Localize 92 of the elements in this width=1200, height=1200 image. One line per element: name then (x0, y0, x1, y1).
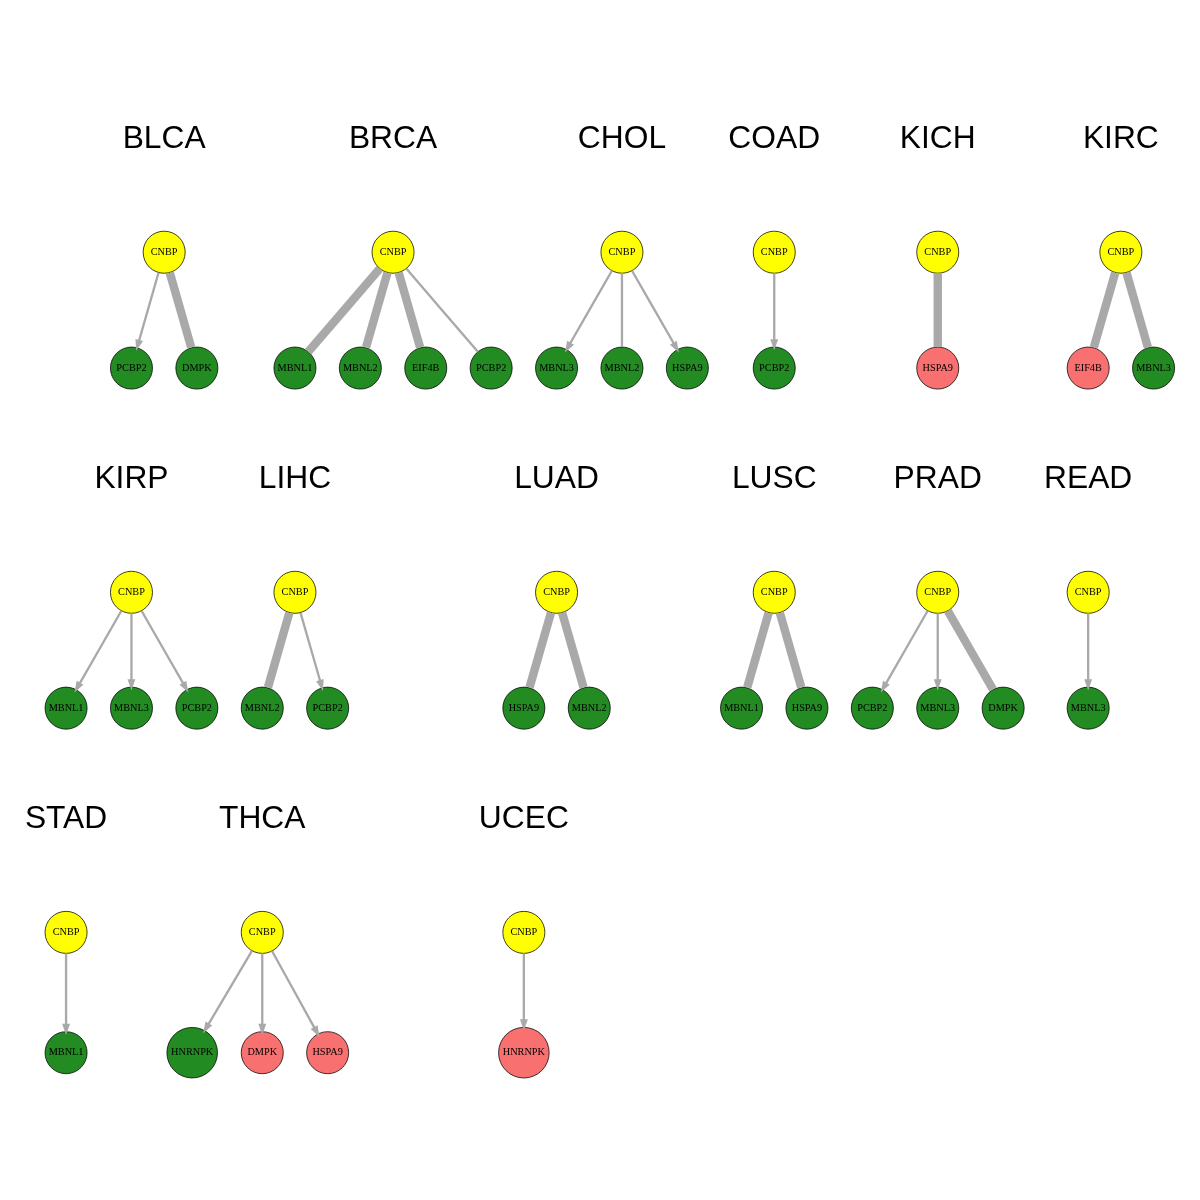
node-circle: CNBP (110, 570, 153, 614)
label: LUSC (731, 458, 817, 495)
arrow (631, 269, 679, 352)
node-circle: MBNL3 (916, 686, 960, 730)
arrow (271, 950, 320, 1037)
node-circle: PCBP2 (850, 686, 894, 730)
node-circle: MBNL2 (600, 346, 644, 389)
node-circle: MBNL3 (110, 686, 153, 730)
connector (525, 611, 555, 689)
arrow (258, 952, 267, 1035)
label: COAD (728, 118, 821, 155)
connector (1089, 271, 1120, 349)
connector (165, 271, 196, 349)
connector (405, 267, 479, 352)
arrow (299, 612, 324, 691)
node-circle: MBNL1 (720, 686, 763, 730)
node-circle: CNBP (273, 570, 317, 614)
node-circle: HSPA9 (665, 346, 709, 389)
connector (305, 265, 383, 354)
node-circle: MBNL3 (535, 346, 578, 389)
connector (558, 611, 588, 689)
connector (394, 271, 425, 349)
arrow (770, 272, 779, 350)
node-circle: PCBP2 (752, 346, 796, 389)
node-circle: CNBP (916, 570, 960, 614)
connector (361, 271, 392, 349)
node-circle: EIF4B (1066, 346, 1110, 389)
connector (944, 608, 997, 692)
node-circle: PCBP2 (306, 686, 350, 730)
arrow (74, 609, 123, 693)
node-circle: CNBP (44, 910, 88, 954)
node-circle: HSPA9 (502, 686, 546, 730)
node-circle: PCBP2 (175, 686, 219, 730)
node-circle: MBNL3 (1066, 686, 1110, 730)
arrow (127, 612, 136, 690)
node-circle: CNBP (916, 230, 960, 274)
label: LUAD (514, 458, 599, 495)
node-circle: DMPK (175, 346, 219, 389)
label: BRCA (348, 118, 438, 155)
node-circle: HNRNPK (498, 1026, 550, 1078)
node-circle: CNBP (535, 570, 578, 614)
arrow (62, 952, 70, 1035)
label: CHOL (577, 118, 667, 155)
node-circle: CNBP (1099, 230, 1143, 274)
connector (775, 611, 806, 689)
node-circle: PCBP2 (110, 346, 153, 389)
node-circle: HSPA9 (306, 1030, 350, 1074)
arrow (933, 612, 942, 690)
label: UCEC (478, 798, 569, 835)
node-circle: DMPK (981, 686, 1025, 730)
arrow (203, 949, 253, 1033)
arrow (135, 271, 160, 351)
node-circle: CNBP (752, 230, 796, 274)
node-circle: PCBP2 (469, 346, 513, 389)
label: LIHC (258, 458, 332, 495)
node-circle: EIF4B (404, 346, 448, 389)
connector (1122, 271, 1152, 349)
node-circle: CNBP (142, 230, 186, 274)
label: STAD (24, 798, 108, 835)
node-circle: CNBP (752, 570, 796, 614)
node-circle: MBNL2 (240, 686, 284, 730)
connector (263, 611, 294, 689)
node-circle: MBNL2 (567, 686, 611, 730)
node-circle: CNBP (240, 910, 284, 954)
node-circle: MBNL1 (44, 686, 88, 730)
label: PRAD (893, 458, 982, 495)
arrow (519, 952, 528, 1031)
node-circle: CNBP (600, 230, 644, 274)
connector (743, 611, 773, 689)
node-circle: HSPA9 (785, 686, 829, 730)
label: KICH (899, 118, 976, 155)
node-circle: CNBP (1066, 570, 1110, 614)
arrow (1084, 612, 1093, 690)
node-circle: CNBP (371, 230, 415, 274)
connector (933, 272, 942, 347)
node-circle: DMPK (240, 1030, 284, 1074)
connector (620, 272, 624, 347)
label: KIRC (1082, 118, 1159, 155)
label: THCA (219, 798, 306, 835)
label: READ (1044, 458, 1133, 495)
arrow (880, 609, 929, 693)
node-circle: MBNL1 (273, 346, 317, 389)
node-circle: CNBP (502, 910, 546, 954)
node-circle: MBNL3 (1132, 346, 1175, 389)
arrow (565, 269, 613, 352)
arrow (140, 609, 189, 693)
node-circle: MBNL1 (44, 1030, 88, 1074)
label: BLCA (122, 118, 206, 155)
node-circle: MBNL2 (338, 346, 382, 389)
node-circle: HSPA9 (916, 346, 960, 389)
node-circle: HNRNPK (166, 1026, 218, 1078)
label: KIRP (94, 458, 169, 495)
